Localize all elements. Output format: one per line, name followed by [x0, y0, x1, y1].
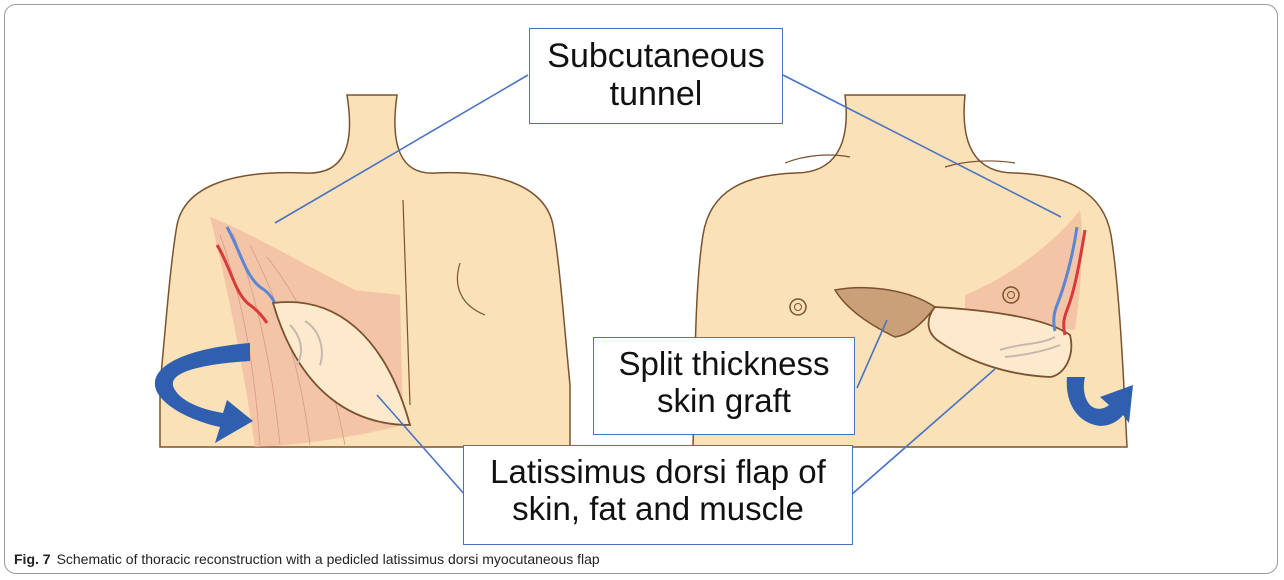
back-view-figure	[155, 95, 570, 447]
label-flap-line2: skin, fat and muscle	[464, 491, 852, 528]
label-subcutaneous-tunnel: Subcutaneous tunnel	[529, 28, 783, 124]
label-subcutaneous-line1: Subcutaneous	[530, 37, 782, 75]
label-flap-line1: Latissimus dorsi flap of	[464, 454, 852, 491]
label-graft-line2: skin graft	[594, 383, 854, 420]
label-subcutaneous-line2: tunnel	[530, 75, 782, 113]
caption-text: Schematic of thoracic reconstruction wit…	[57, 551, 600, 567]
label-skin-graft: Split thickness skin graft	[593, 337, 855, 435]
label-graft-line1: Split thickness	[594, 346, 854, 383]
figure-caption: Fig. 7 Schematic of thoracic reconstructi…	[14, 551, 600, 567]
label-latissimus-flap: Latissimus dorsi flap of skin, fat and m…	[463, 445, 853, 545]
figure-frame: Subcutaneous tunnel Split thickness skin…	[4, 4, 1278, 574]
figure-number: Fig. 7	[14, 551, 51, 567]
